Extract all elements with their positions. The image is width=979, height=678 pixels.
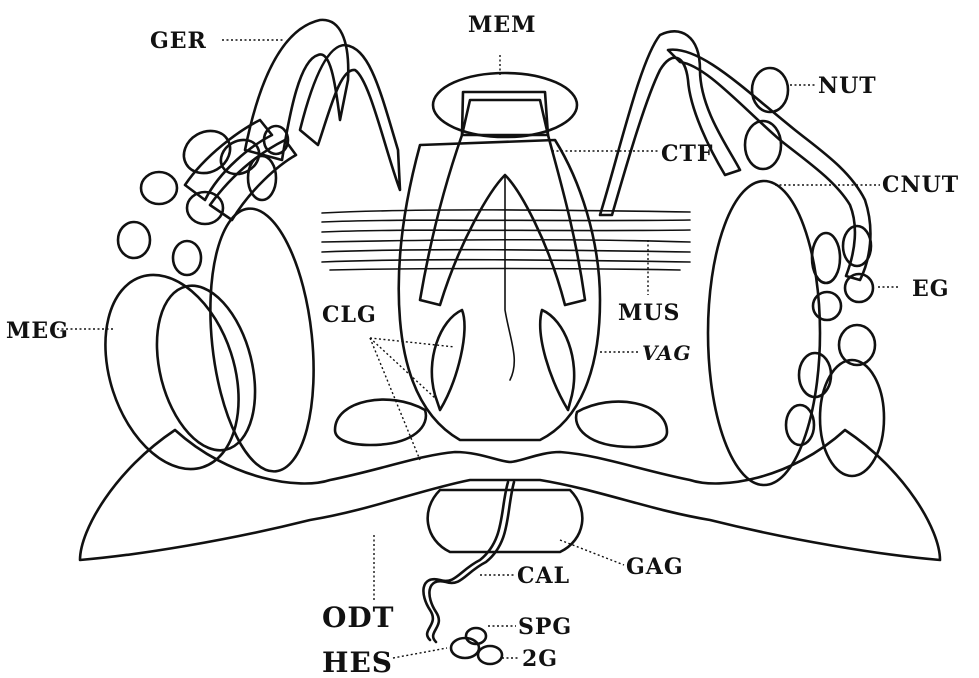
label-gag: GAG: [626, 554, 684, 580]
label-spg: SPG: [518, 614, 572, 640]
label-eg: EG: [912, 276, 950, 302]
label-cnut: CNUT: [882, 172, 959, 198]
label-mem: MEM: [468, 12, 536, 38]
label-cal: CAL: [517, 563, 570, 589]
left-ovary: [82, 20, 400, 486]
colleterial-glands: [335, 310, 667, 447]
label-odt: ODT: [322, 601, 395, 634]
label-meg: MEG: [6, 318, 69, 344]
spermatheca: [451, 628, 502, 664]
label-2g: 2G: [522, 646, 558, 672]
mem-cap: [433, 73, 577, 137]
spermathecal-duct: [423, 482, 514, 642]
label-vag: VAG: [642, 341, 692, 365]
label-clg: CLG: [322, 302, 377, 328]
label-mus: MUS: [618, 300, 680, 326]
labels: GER MEM NUT CTF CNUT EG MEG MUS CLG VAG …: [6, 12, 959, 678]
label-ger: GER: [150, 28, 207, 54]
label-ctf: CTF: [661, 141, 714, 167]
vagina-body: [399, 140, 600, 440]
label-hes: HES: [322, 646, 393, 678]
right-ovary: [600, 31, 884, 485]
label-nut: NUT: [818, 73, 877, 99]
muscle-fibers: [322, 210, 690, 270]
